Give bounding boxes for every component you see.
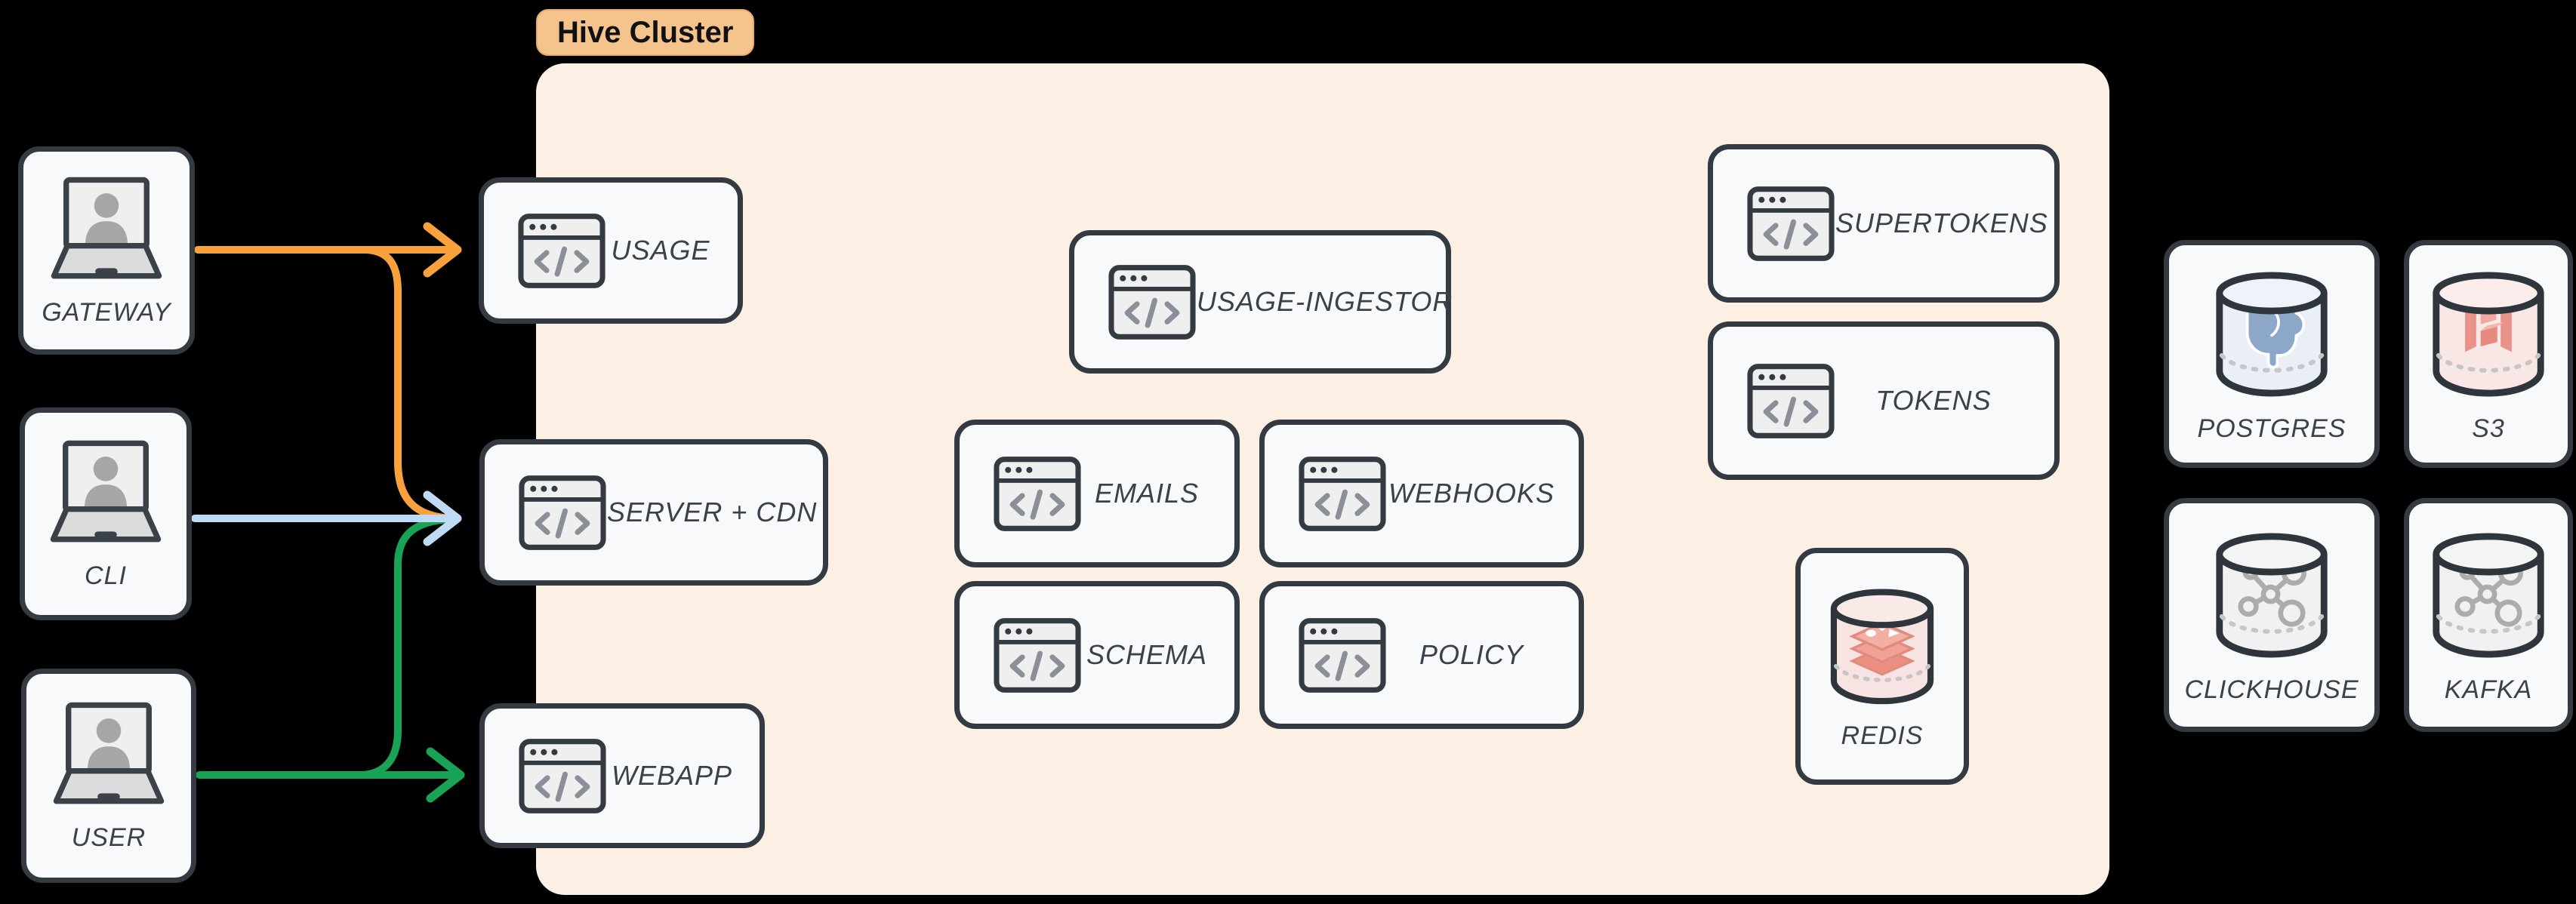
edge-cli-servercdn-arrowhead — [423, 490, 462, 546]
code-window-icon — [1746, 363, 1835, 439]
node-cli-label: CLI — [85, 561, 127, 590]
node-clickhouse: CLICKHOUSE — [2164, 498, 2380, 732]
node-s3: S3 — [2404, 240, 2573, 468]
node-postgres-label: POSTGRES — [2197, 414, 2346, 443]
node-user: USER — [21, 669, 196, 883]
code-window-icon — [993, 617, 1082, 693]
edge-gateway-usage-arrowhead — [423, 222, 462, 278]
node-usage-ingestor-label: USAGE-INGESTOR — [1197, 286, 1453, 317]
node-usage-ingestor: USAGE-INGESTOR — [1069, 230, 1453, 374]
code-window-icon — [1108, 264, 1197, 340]
laptop-user-icon — [42, 700, 176, 811]
network-cylinder-icon — [2211, 525, 2333, 663]
node-gateway: GATEWAY — [18, 146, 195, 355]
hive-cluster-label-text: Hive Cluster — [557, 15, 734, 49]
node-webhooks-label: WEBHOOKS — [1388, 478, 1555, 509]
node-s3-label: S3 — [2472, 414, 2505, 443]
code-window-icon — [1298, 456, 1387, 532]
edge-user-webapp-arrowhead — [426, 747, 465, 803]
node-schema-label: SCHEMA — [1086, 639, 1208, 670]
edge-gateway-servercdn — [363, 246, 457, 522]
node-redis-label: REDIS — [1841, 721, 1924, 750]
code-window-icon — [1746, 186, 1835, 262]
laptop-user-icon — [39, 174, 174, 286]
node-server-cdn: SERVER + CDN — [479, 439, 828, 586]
node-webapp: WEBAPP — [479, 703, 765, 848]
code-window-icon — [1298, 617, 1387, 693]
redis-cylinder-icon — [1826, 582, 1939, 709]
node-kafka: KAFKA — [2404, 498, 2573, 732]
node-usage: USAGE — [479, 177, 743, 324]
postgres-cylinder-icon — [2211, 264, 2333, 402]
laptop-user-icon — [39, 438, 173, 549]
node-supertokens: SUPERTOKENS — [1708, 144, 2060, 303]
code-window-icon — [993, 456, 1082, 532]
node-usage-label: USAGE — [611, 235, 710, 266]
node-user-label: USER — [71, 823, 146, 852]
node-policy-label: POLICY — [1419, 639, 1524, 670]
node-clickhouse-label: CLICKHOUSE — [2184, 675, 2359, 704]
node-webhooks: WEBHOOKS — [1259, 420, 1584, 567]
code-window-icon — [518, 738, 607, 814]
node-emails: EMAILS — [954, 420, 1240, 567]
node-postgres: POSTGRES — [2164, 240, 2380, 468]
edge-user-servercdn — [360, 515, 455, 779]
hive-cluster-label: Hive Cluster — [536, 9, 755, 56]
node-gateway-label: GATEWAY — [42, 297, 171, 327]
node-tokens: TOKENS — [1708, 321, 2060, 480]
s3-cylinder-icon — [2427, 264, 2550, 402]
node-cli: CLI — [20, 407, 192, 620]
node-schema: SCHEMA — [954, 581, 1240, 729]
node-kafka-label: KAFKA — [2444, 675, 2533, 704]
node-webapp-label: WEBAPP — [611, 760, 733, 791]
node-policy: POLICY — [1259, 581, 1584, 729]
node-tokens-label: TOKENS — [1875, 385, 1992, 416]
network-cylinder-icon — [2427, 525, 2550, 663]
node-server-cdn-label: SERVER + CDN — [607, 497, 818, 527]
node-redis: REDIS — [1795, 548, 1969, 785]
code-window-icon — [517, 213, 606, 289]
code-window-icon — [518, 475, 607, 551]
node-supertokens-label: SUPERTOKENS — [1835, 208, 2048, 238]
node-emails-label: EMAILS — [1094, 478, 1200, 509]
